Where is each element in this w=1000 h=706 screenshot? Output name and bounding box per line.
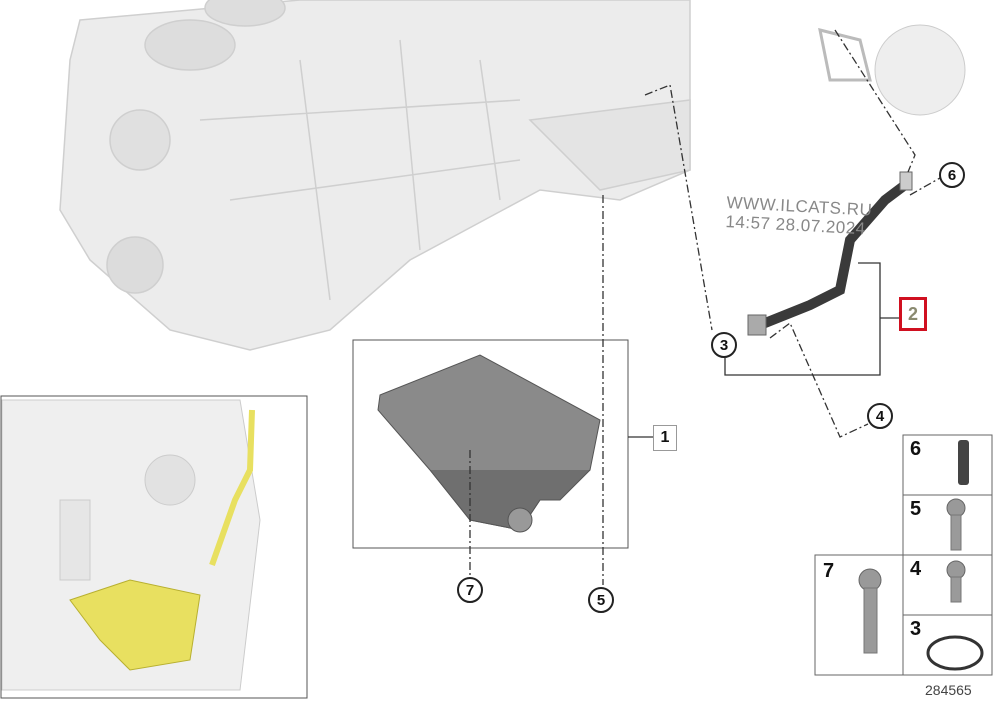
callout-3[interactable]: 3 [711,332,737,358]
oil-pan [377,354,601,533]
parts-table-label-3[interactable]: 3 [910,618,922,640]
callout-5[interactable]: 5 [588,587,614,613]
parts-table-label-5[interactable]: 5 [910,498,922,520]
callout-4[interactable]: 4 [867,403,893,429]
parts-table-label-4[interactable]: 4 [910,558,922,580]
inset-engine [1,399,261,691]
oil-hose [747,24,966,336]
oil-pan-frame [352,339,629,549]
callout-2-selected[interactable]: 2 [899,297,927,331]
parts-table-label-6[interactable]: 6 [910,438,922,460]
callout-6[interactable]: 6 [939,162,965,188]
engine-block [59,0,691,351]
callout-7[interactable]: 7 [457,577,483,603]
parts-table-label-7[interactable]: 7 [823,560,835,582]
leader-lines [469,29,941,585]
diagram-number: 284565 [925,682,972,698]
callout-1[interactable]: 1 [653,425,677,451]
watermark: WWW.ILCATS.RU 14:57 28.07.2024 [725,193,873,239]
parts-table [814,434,993,676]
parts-images [858,440,984,671]
